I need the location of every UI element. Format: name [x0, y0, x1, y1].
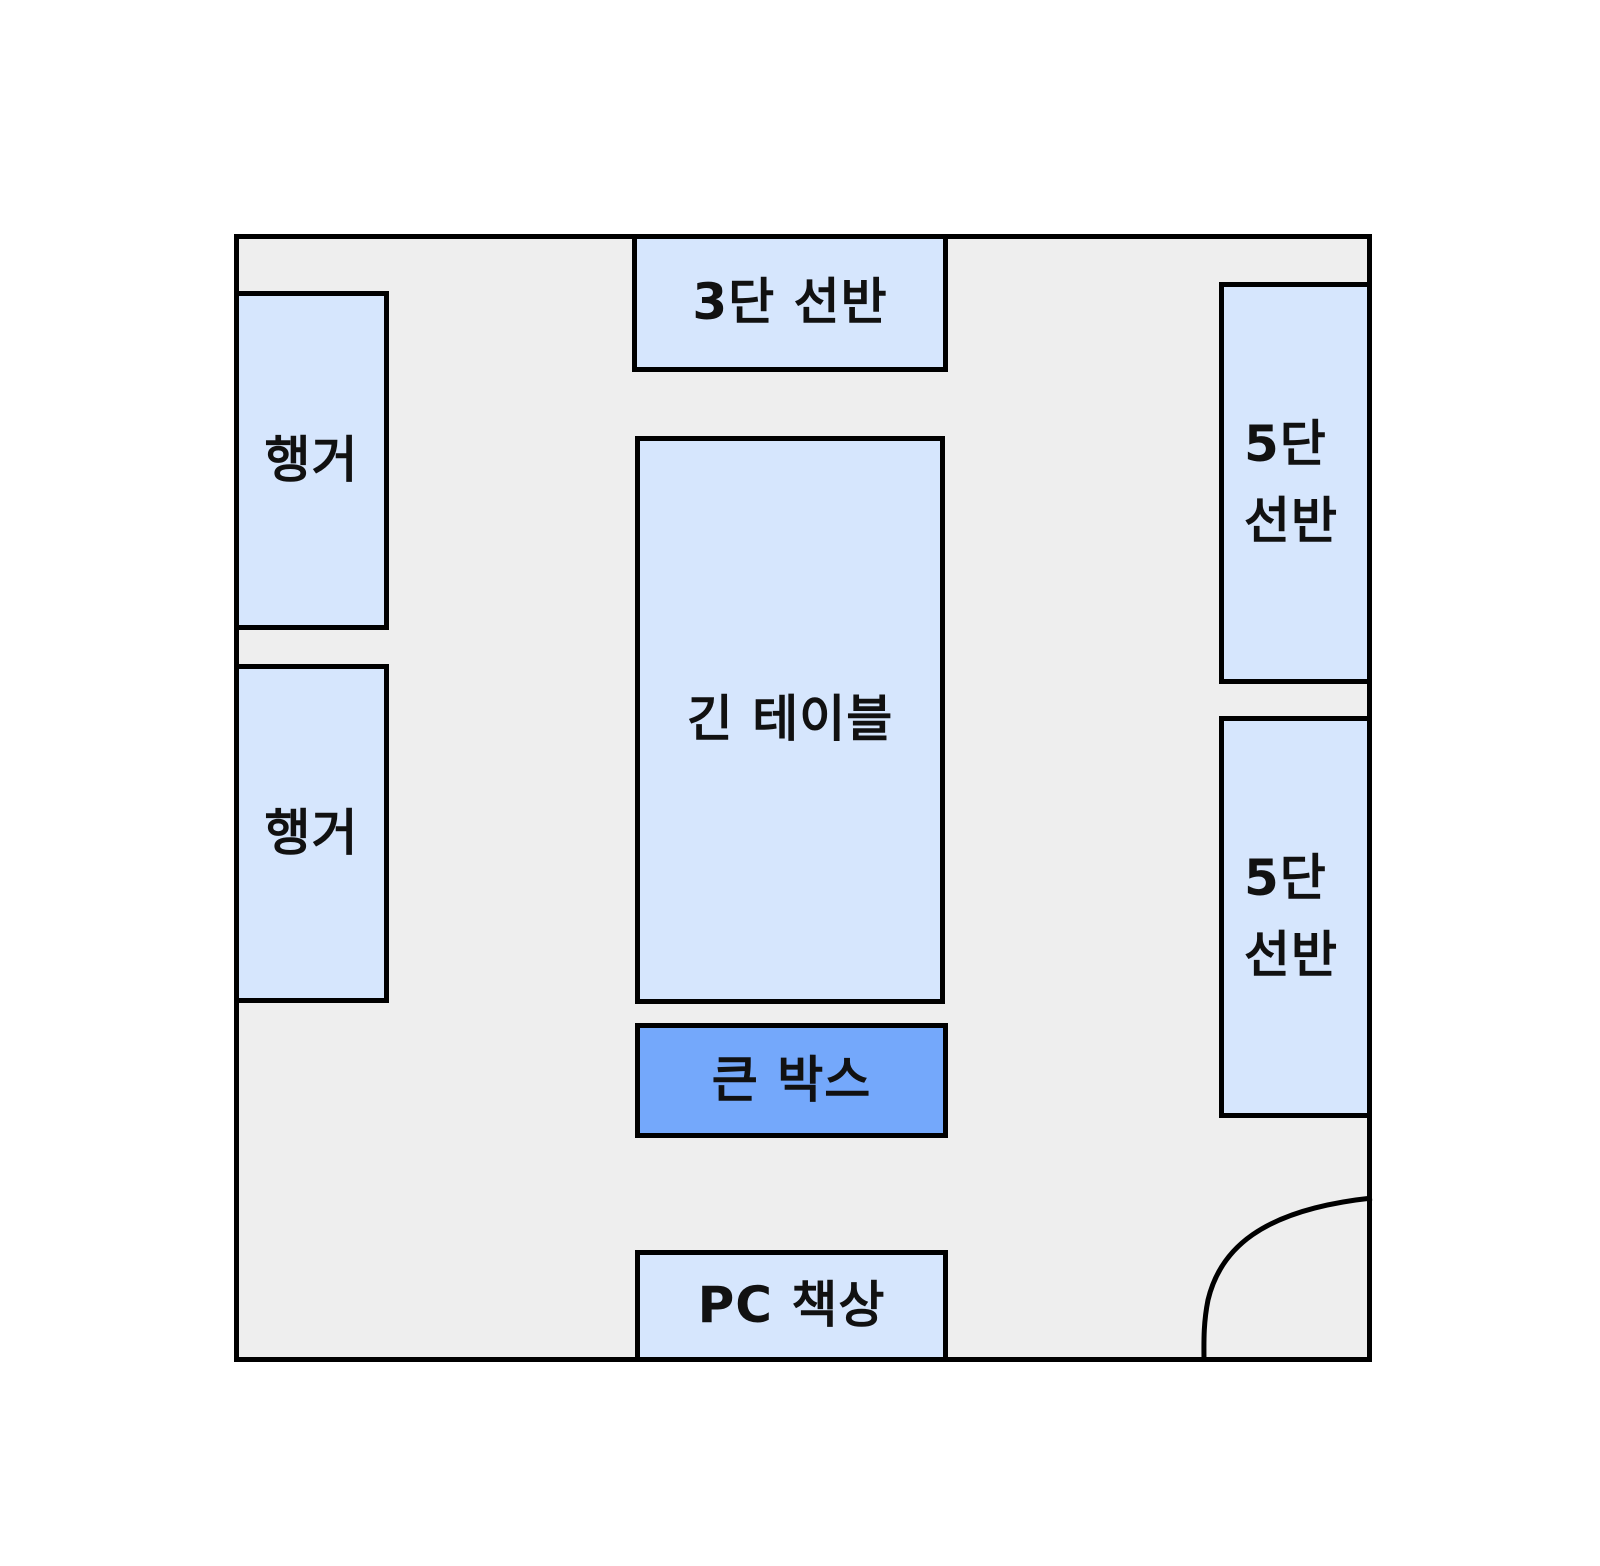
- hanger-bottom-label: 행거: [264, 803, 359, 862]
- pc-desk: PC 책상: [635, 1250, 948, 1362]
- big-box-label: 큰 박스: [711, 1050, 872, 1109]
- shelf-5tier-top-label: 5단 선반: [1244, 414, 1338, 551]
- shelf-5tier-top: 5단 선반: [1219, 282, 1372, 684]
- long-table-label: 긴 테이블: [686, 690, 894, 749]
- shelf-3tier: 3단 선반: [632, 234, 948, 372]
- shelf-5tier-bottom-label: 5단 선반: [1244, 848, 1338, 985]
- shelf-5tier-bottom: 5단 선반: [1219, 716, 1372, 1118]
- big-box: 큰 박스: [635, 1023, 948, 1138]
- shelf-3tier-label: 3단 선반: [692, 273, 888, 332]
- hanger-top-label: 행거: [264, 430, 359, 489]
- hanger-bottom: 행거: [234, 664, 389, 1003]
- pc-desk-label: PC 책상: [697, 1276, 886, 1335]
- hanger-top: 행거: [234, 291, 389, 630]
- long-table: 긴 테이블: [635, 436, 945, 1004]
